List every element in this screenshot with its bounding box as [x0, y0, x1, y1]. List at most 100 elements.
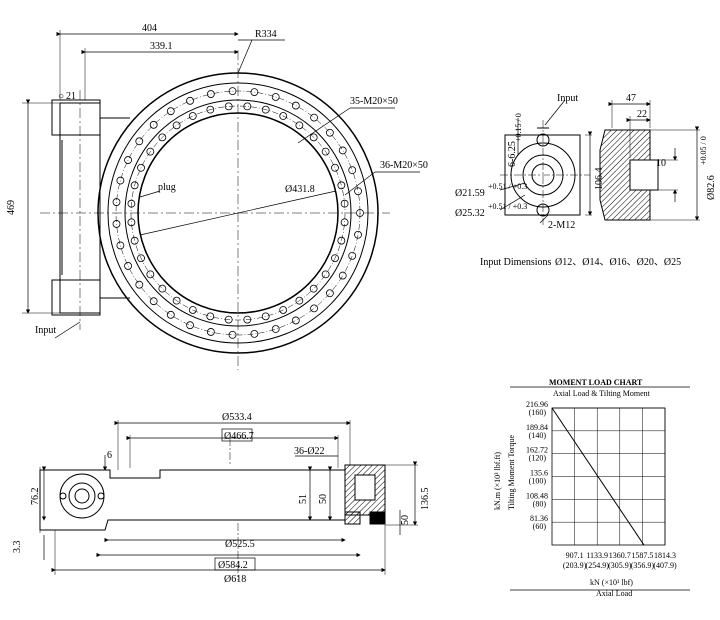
chart-x-tick-label: 1133.9: [586, 551, 608, 560]
bolt-hole-inner: [243, 315, 252, 324]
bolt-hole-inner: [158, 284, 167, 293]
dim-22: 22: [637, 109, 647, 120]
dim-10: 10: [656, 158, 666, 169]
bolt-hole-inner: [337, 181, 346, 190]
bolt-hole-outer: [166, 107, 175, 116]
chart-ylabel: kN.m (×10³ lbf.ft): [493, 452, 502, 510]
bolt-hole-outer: [310, 113, 318, 122]
label-2-m12: 2-M12: [548, 220, 575, 231]
dim-21-59-tol: +0.51 / +0.3: [488, 182, 527, 191]
label-36-bolts: 36-M20×50: [380, 160, 428, 171]
bolt-hole-outer: [135, 137, 144, 146]
bolt-hole-inner: [279, 306, 288, 314]
chart-x-tick-alt-label: (407.9): [653, 561, 677, 570]
dim-47: 47: [626, 93, 636, 104]
label-plug: plug: [158, 182, 176, 193]
chart-y-tick-label: 216.96: [526, 400, 548, 409]
dim-51: 51: [298, 494, 309, 504]
bolt-hole-inner: [321, 270, 330, 279]
chart-y-tick-label: 108.48: [526, 491, 548, 500]
dim-584-2: Ø584.2: [218, 560, 248, 571]
bolt-hole-outer: [356, 209, 364, 217]
detail-view: [499, 99, 700, 225]
dim-525-5: Ø525.5: [225, 539, 255, 550]
chart-y-ticks: 216.96(160)189.84(140)162.72(120)135.6(1…: [526, 400, 548, 531]
bolt-hole-outer: [116, 176, 125, 185]
bolt-hole-inner: [158, 133, 167, 142]
bolt-hole-outer: [291, 101, 300, 110]
bolt-hole-outer: [228, 87, 237, 96]
bolt-hole-inner: [188, 112, 197, 120]
bolt-hole-inner: [331, 163, 339, 172]
chart-y-tick-alt-label: (60): [533, 522, 547, 531]
dim-618: Ø618: [224, 574, 246, 585]
bolt-hole-inner: [340, 218, 349, 227]
chart-x-tick-label: 907.1: [566, 551, 584, 560]
bolt-hole-outer: [124, 156, 132, 164]
bolt-hole-inner: [172, 121, 181, 130]
bolt-hole-outer: [271, 325, 280, 333]
bolt-hole-inner: [206, 105, 215, 114]
bolt-hole-inner: [188, 306, 197, 314]
bolt-hole-outer: [186, 96, 194, 105]
top-view-labels: 404 339.1 R334 ○ 21 469 35-M20×50 36-M20…: [6, 23, 428, 336]
dim-25-32: Ø25.32: [455, 208, 485, 219]
chart-x-ticks: 907.1(203.9)1133.9(254.9)1360.7(305.9)15…: [563, 551, 677, 570]
bolt-hole-outer: [186, 321, 194, 330]
side-view-labels: Ø533.4 Ø466.7 36-Ø22 6 76.2 51 50 136.5 …: [12, 412, 431, 585]
bolt-hole-outer: [112, 220, 121, 228]
chart-x-tick-label: 1360.7: [609, 551, 631, 560]
chart-series: [551, 407, 645, 546]
bolt-hole-outer: [348, 251, 357, 260]
bolt-hole-inner: [130, 181, 139, 190]
bolt-hole-outer: [354, 187, 362, 196]
bolt-hole-inner: [137, 254, 145, 263]
diameter-line: [139, 190, 337, 236]
chart-xlabel2: Axial Load: [596, 589, 632, 598]
bolt-hole-outer: [250, 88, 259, 97]
chart-subtitle: Axial Load & Tilting Moment: [553, 389, 651, 398]
bolt-hole-inner: [261, 312, 270, 321]
label-35-bolts: 35-M20×50: [350, 96, 398, 107]
dim-21-59: Ø21.59: [455, 188, 485, 199]
bolt-hole-inner: [137, 163, 145, 172]
chart-x-tick-alt-label: (305.9): [608, 561, 632, 570]
bolt-holes-inner: [127, 102, 349, 324]
chart-x-tick-alt-label: (254.9): [586, 561, 610, 570]
dim-339: 339.1: [150, 41, 173, 52]
dim-106-4: 106.4: [594, 168, 605, 191]
bolt-hole-outer: [112, 198, 121, 206]
bolt-hole-inner: [224, 102, 233, 111]
bolt-hole-outer: [310, 304, 318, 313]
bolt-hole-inner: [309, 133, 318, 142]
bolt-hole-inner: [295, 296, 304, 305]
bolt-hole-inner: [331, 254, 339, 263]
top-view: [22, 30, 420, 370]
bolt-hole-inner: [309, 284, 318, 293]
bolt-holes-outer: [112, 87, 364, 339]
dim-50: 50: [318, 494, 329, 504]
bolt-hole-outer: [271, 93, 280, 101]
dim-82-6-tol: +0.05 / 0: [699, 136, 708, 165]
bolt-hole-outer: [149, 297, 158, 306]
chart-y-tick-alt-label: (120): [529, 454, 547, 463]
bolt-hole-outer: [354, 230, 362, 239]
dim-76-2: 76.2: [30, 488, 41, 506]
chart-ylabel2: Tilting Moment Torque: [507, 435, 516, 510]
bolt-hole-outer: [348, 166, 357, 175]
bolt-hole-outer: [338, 146, 347, 155]
detail-view-labels: Input 47 22 10 Ø82.6 +0.05 / 0 106.4 6-6…: [455, 93, 717, 268]
bolt-hole-inner: [146, 147, 155, 156]
moment-load-chart: MOMENT LOAD CHART Axial Load & Tilting M…: [493, 378, 690, 598]
bolt-hole-outer: [149, 120, 158, 129]
chart-x-tick-alt-label: (356.9): [631, 561, 655, 570]
bolt-hole-outer: [291, 316, 300, 325]
chart-title: MOMENT LOAD CHART: [549, 378, 643, 387]
worm-housing: [51, 99, 130, 316]
chart-x-tick-alt-label: (203.9): [563, 561, 587, 570]
chart-y-tick-alt-label: (140): [529, 431, 547, 440]
chart-y-tick-label: 81.36: [530, 514, 548, 523]
chart-y-tick-alt-label: (100): [529, 477, 547, 486]
bolt-hole-outer: [338, 271, 347, 280]
dim-21-circle: ○: [58, 91, 64, 102]
